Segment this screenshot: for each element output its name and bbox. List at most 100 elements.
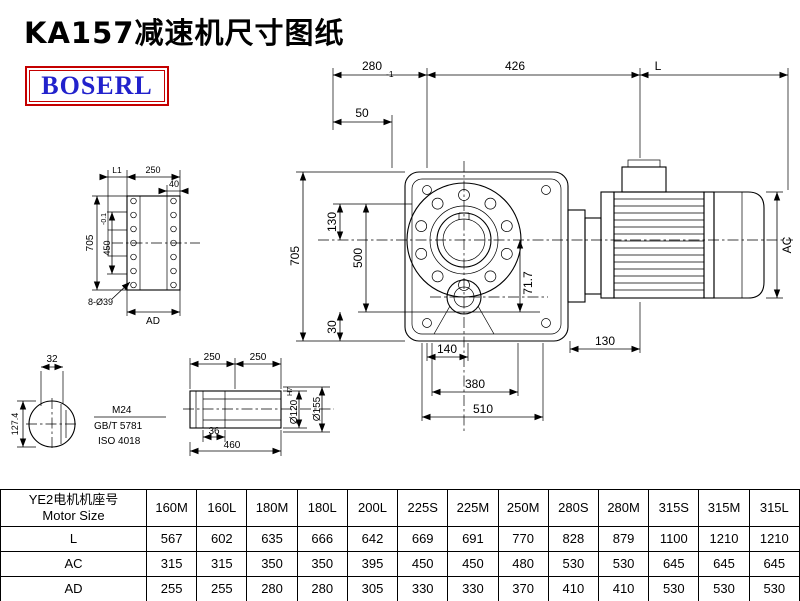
dim-120-fit-label: H7 (287, 387, 294, 396)
table-cell: 828 (547, 526, 599, 552)
dim-280-label: 280 (362, 59, 382, 73)
table-cell: 530 (597, 551, 650, 577)
table-cell: 280 (246, 576, 298, 601)
dim-40-label: 40 (169, 179, 179, 189)
dim-250a-label: 250 (204, 352, 221, 363)
dim-127-4-label: 127.4 (10, 413, 20, 436)
dim-500-label: 500 (351, 248, 365, 268)
table-cell: 666 (296, 526, 348, 552)
table-cell: 330 (447, 576, 499, 601)
table-cell: 370 (497, 576, 549, 601)
row-label: AC (0, 551, 147, 577)
column-header: 200L (346, 489, 399, 527)
table-header-row: YE2电机机座号 Motor Size 160M 160L 180M 180L … (0, 489, 800, 527)
table-cell: 635 (246, 526, 298, 552)
table-cell: 410 (597, 576, 650, 601)
dim-AD-label: AD (146, 316, 160, 327)
dim-120-label: Ø120 (289, 399, 300, 424)
motor-size-header-cn: YE2电机机座号 (28, 491, 119, 507)
table-cell: 642 (346, 526, 399, 552)
motor-size-table: YE2电机机座号 Motor Size 160M 160L 180M 180L … (0, 489, 800, 601)
motor-size-header-en: Motor Size (42, 508, 105, 523)
table-row: AC 315 315 350 350 395 450 450 480 530 5… (0, 551, 800, 577)
flange-dimensions: L1 250 40 705 450 -0.1 8-Ø39 AD (85, 165, 189, 327)
table-cell: 1100 (648, 526, 700, 552)
motor-side-view (567, 159, 765, 303)
dim-450-label: 450 (102, 240, 112, 255)
page-title: KA157减速机尺寸图纸 (24, 16, 345, 50)
table-cell: 645 (698, 551, 750, 577)
table-cell: 255 (145, 576, 198, 601)
table-cell: 450 (397, 551, 449, 577)
dim-155-label: Ø155 (312, 396, 323, 421)
column-header: 280M (597, 489, 650, 527)
column-header: 180L (296, 489, 348, 527)
table-cell: 395 (346, 551, 399, 577)
dim-250b-label: 250 (250, 352, 267, 363)
dim-380-label: 380 (465, 377, 485, 391)
table-cell: 315 (196, 551, 248, 577)
table-cell: 530 (748, 576, 800, 601)
thread-m24-label: M24 (112, 405, 132, 416)
table-cell: 770 (497, 526, 549, 552)
table-cell: 645 (648, 551, 700, 577)
table-cell: 1210 (748, 526, 800, 552)
table-cell: 350 (246, 551, 298, 577)
table-cell: 305 (346, 576, 399, 601)
table-cell: 350 (296, 551, 348, 577)
column-header: 225S (397, 489, 449, 527)
table-cell: 530 (648, 576, 700, 601)
column-header: 180M (246, 489, 298, 527)
column-header: 315S (648, 489, 700, 527)
column-header: 160L (196, 489, 248, 527)
standard-gbt-label: GB/T 5781 (94, 421, 143, 432)
table-cell: 645 (748, 551, 800, 577)
dim-130-left-label: 130 (325, 212, 339, 232)
column-header: 250M (497, 489, 549, 527)
standard-iso-label: ISO 4018 (98, 436, 141, 447)
motor-size-header: YE2电机机座号 Motor Size (0, 489, 147, 527)
table-cell: 1210 (698, 526, 750, 552)
dim-460-label: 460 (224, 440, 241, 451)
motor-fins (614, 198, 704, 291)
column-header: 225M (447, 489, 499, 527)
table-cell: 602 (196, 526, 248, 552)
dim-280-tol-label: -1 (386, 69, 394, 79)
dim-140-label: 140 (437, 342, 457, 356)
table-cell: 691 (447, 526, 499, 552)
table-cell: 530 (547, 551, 599, 577)
table-cell: 330 (397, 576, 449, 601)
column-header: 315L (748, 489, 800, 527)
dim-130-bottom-label: 130 (595, 334, 615, 348)
table-cell: 410 (547, 576, 599, 601)
logo-text: BOSERL (41, 71, 153, 100)
table-cell: 567 (145, 526, 198, 552)
fan-cover (713, 191, 765, 299)
table-cell: 255 (196, 576, 248, 601)
dim-705-flange-label: 705 (85, 234, 96, 251)
row-label: L (0, 526, 147, 552)
dim-50-label: 50 (355, 106, 369, 120)
table-cell: 280 (296, 576, 348, 601)
table-row: AD 255 255 280 280 305 330 330 370 410 4… (0, 576, 800, 601)
dim-450-tol-label: -0.1 (101, 213, 108, 225)
table-row: L 567 602 635 666 642 669 691 770 828 87… (0, 526, 800, 552)
dim-36-label: 36 (208, 426, 220, 437)
boserl-logo: BOSERL (25, 66, 169, 106)
dim-32-label: 32 (46, 354, 58, 365)
table-cell: 315 (145, 551, 198, 577)
table-cell: 480 (497, 551, 549, 577)
terminal-box (621, 166, 667, 193)
table-cell: 450 (447, 551, 499, 577)
dim-71-7-label: 71.7 (521, 271, 535, 295)
dim-AC-label: AC (780, 236, 794, 253)
column-header: 160M (145, 489, 198, 527)
flange-side-view (107, 195, 181, 291)
dim-426-label: 426 (505, 59, 525, 73)
column-header: 280S (547, 489, 599, 527)
dim-30-label: 30 (325, 320, 339, 334)
main-dimensions: 280 -1 426 L 50 705 130 500 30 71.7 140 … (288, 59, 794, 421)
shaft-detail-view: 250 250 M24 GB/T 5781 ISO 4018 36 460 Ø1… (94, 352, 330, 456)
dim-8xd39-label: 8-Ø39 (88, 297, 113, 307)
dim-L1-label: L1 (112, 165, 122, 175)
